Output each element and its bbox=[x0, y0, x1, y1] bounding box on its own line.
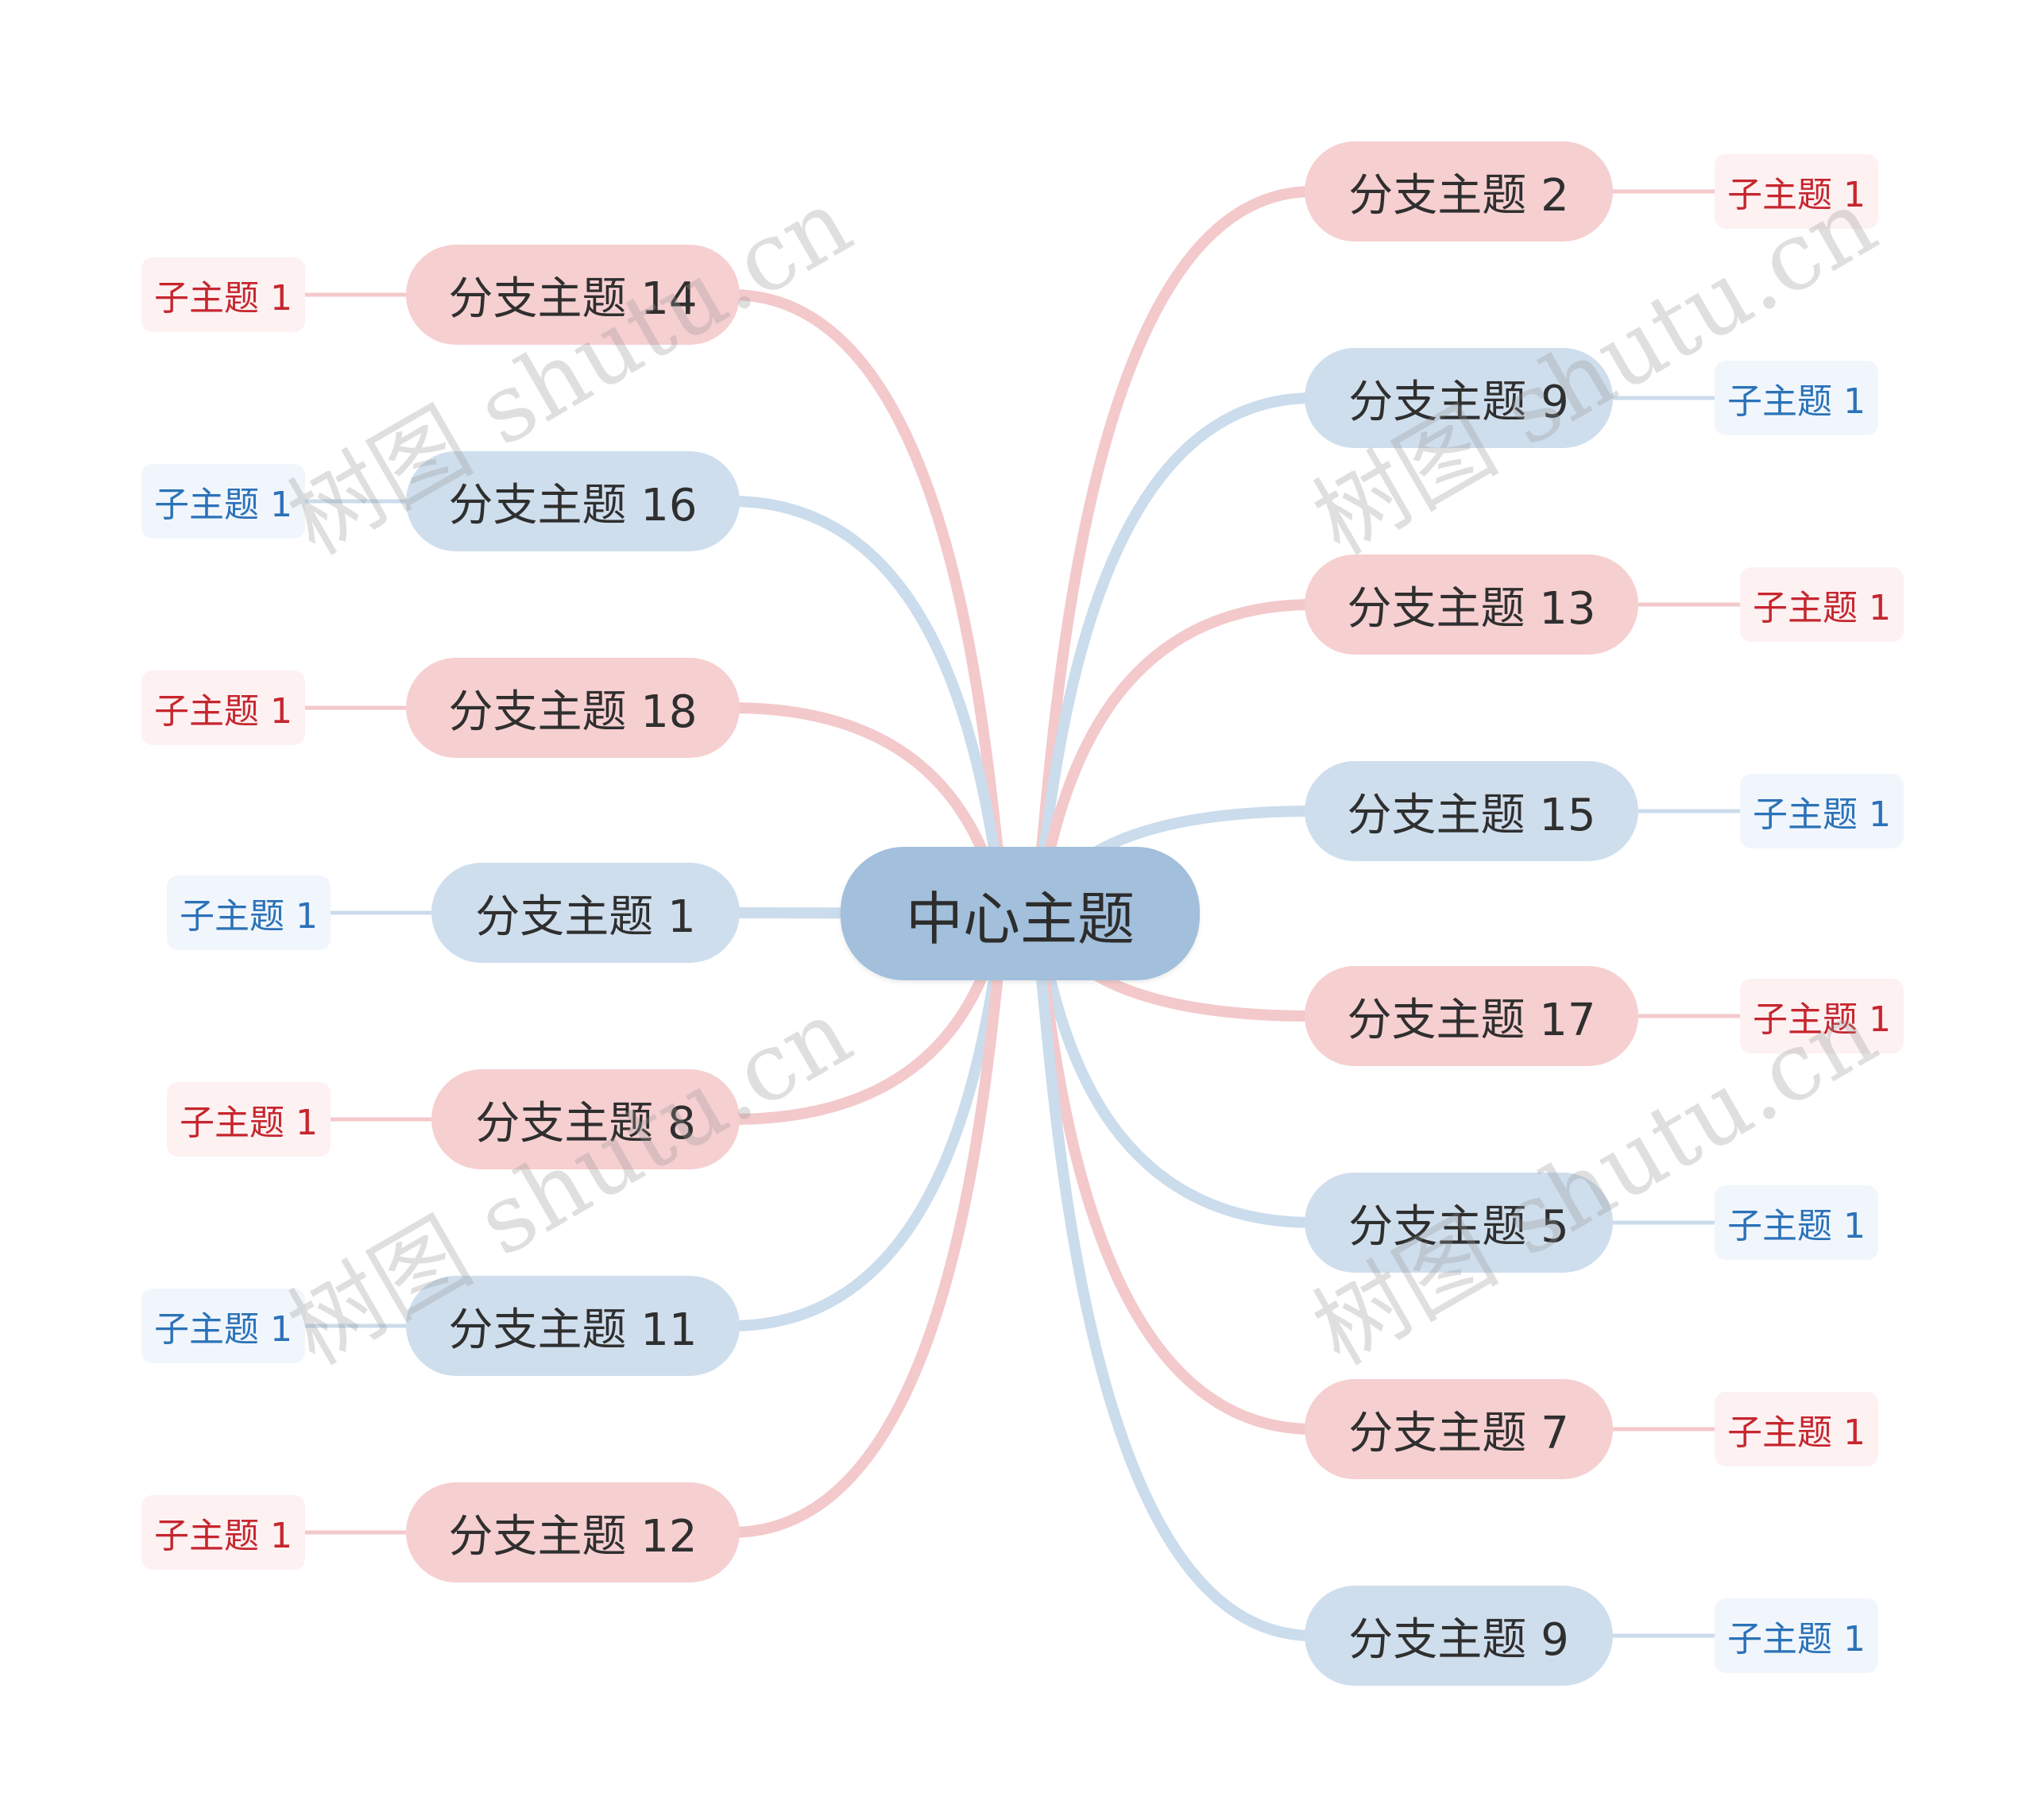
subtopic-18-1[interactable]: 子主题 1 bbox=[141, 670, 305, 745]
branch-topic-13[interactable]: 分支主题 13 bbox=[1305, 555, 1638, 655]
branch-topic-15[interactable]: 分支主题 15 bbox=[1305, 761, 1638, 861]
branch-topic-5[interactable]: 分支主题 5 bbox=[1305, 1173, 1613, 1273]
branch-topic-14[interactable]: 分支主题 14 bbox=[406, 245, 740, 345]
subtopic-11-1[interactable]: 子主题 1 bbox=[141, 1289, 305, 1363]
subtopic-14-1[interactable]: 子主题 1 bbox=[141, 257, 305, 332]
subtopic-12-1[interactable]: 子主题 1 bbox=[141, 1495, 305, 1570]
connector-9a bbox=[1029, 392, 1318, 919]
subtopic-13-1[interactable]: 子主题 1 bbox=[1740, 567, 1904, 642]
connector-2 bbox=[1029, 186, 1318, 919]
center-topic[interactable]: 中心主题 bbox=[841, 847, 1200, 980]
branch-topic-17[interactable]: 分支主题 17 bbox=[1305, 966, 1638, 1066]
branch-topic-11[interactable]: 分支主题 11 bbox=[406, 1276, 740, 1376]
branch-topic-8[interactable]: 分支主题 8 bbox=[431, 1069, 740, 1169]
subtopic-5-1[interactable]: 子主题 1 bbox=[1715, 1185, 1878, 1260]
subtopic-2-1[interactable]: 子主题 1 bbox=[1715, 154, 1878, 229]
branch-topic-9b[interactable]: 分支主题 9 bbox=[1305, 1586, 1613, 1686]
branch-topic-18[interactable]: 分支主题 18 bbox=[406, 658, 740, 758]
branch-topic-1[interactable]: 分支主题 1 bbox=[431, 863, 740, 963]
branch-topic-2[interactable]: 分支主题 2 bbox=[1305, 141, 1613, 242]
subtopic-8-1[interactable]: 子主题 1 bbox=[167, 1082, 331, 1157]
branch-topic-9a[interactable]: 分支主题 9 bbox=[1305, 348, 1613, 448]
subtopic-1-1[interactable]: 子主题 1 bbox=[167, 875, 331, 950]
subtopic-7-1[interactable]: 子主题 1 bbox=[1715, 1392, 1878, 1466]
subtopic-15-1[interactable]: 子主题 1 bbox=[1740, 774, 1904, 848]
subtopic-16-1[interactable]: 子主题 1 bbox=[141, 464, 305, 539]
branch-topic-12[interactable]: 分支主题 12 bbox=[406, 1482, 740, 1582]
connector-9b bbox=[1029, 908, 1318, 1641]
subtopic-9b-1[interactable]: 子主题 1 bbox=[1715, 1598, 1878, 1673]
subtopic-9a-1[interactable]: 子主题 1 bbox=[1715, 361, 1878, 435]
connector-7 bbox=[1029, 908, 1318, 1435]
branch-topic-7[interactable]: 分支主题 7 bbox=[1305, 1379, 1613, 1479]
subtopic-17-1[interactable]: 子主题 1 bbox=[1740, 979, 1904, 1053]
branch-topic-16[interactable]: 分支主题 16 bbox=[406, 451, 740, 551]
